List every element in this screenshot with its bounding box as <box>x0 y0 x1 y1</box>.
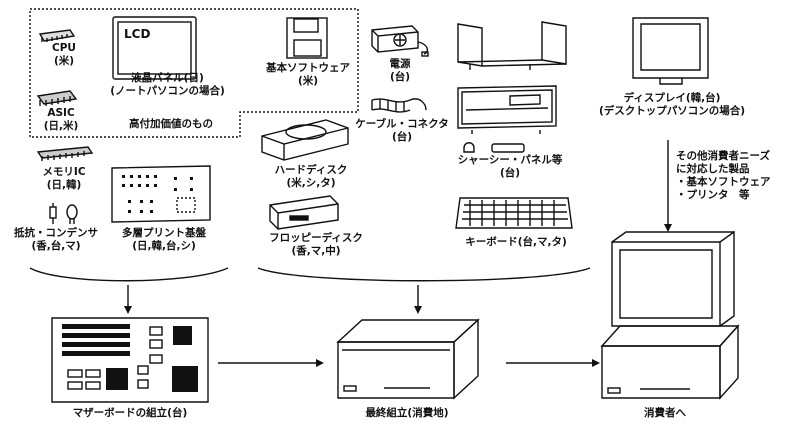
cpu-label: CPU(米) <box>44 42 84 68</box>
display-name: ディスプレイ(韓,台) <box>623 92 721 104</box>
high-value-label: 高付加価値のもの <box>129 118 213 130</box>
left-bracket <box>29 267 229 282</box>
fdd-label: フロッピーディスク(香,マ,中) <box>256 232 376 258</box>
hdd-name: ハードディスク <box>274 164 348 176</box>
asic-label: ASIC(日,米) <box>36 107 86 133</box>
lcd-screen-text: LCD <box>124 27 150 41</box>
resistor-capacitor-icon <box>49 203 78 224</box>
power-supply-icon <box>371 25 429 57</box>
fdd-origin: (香,マ,中) <box>291 245 341 257</box>
floppy-drive-icon <box>269 195 339 230</box>
chassis-origin: (台) <box>499 167 521 179</box>
basic-software-origin: (米) <box>297 75 319 87</box>
motherboard-assembly-label: マザーボードの組立(台) <box>72 407 188 419</box>
cable-origin: (台) <box>391 131 413 143</box>
memory-ic-icon <box>36 146 94 161</box>
desktop-computer-icon <box>600 230 740 400</box>
pcb-label: 多層プリント基盤(日,韓,台,シ) <box>104 227 224 253</box>
power-name: 電源 <box>389 58 411 70</box>
lcd-label: 液晶パネル(日)(ノートパソコンの場合) <box>100 72 235 98</box>
other-line2: に対応した製品 <box>676 163 750 175</box>
basic-software-label: 基本ソフトウェア(米) <box>258 62 358 88</box>
lcd-panel-name: 液晶パネル(日) <box>131 72 204 84</box>
lcd-panel-icon <box>112 16 197 80</box>
pc-case-icon <box>336 318 480 400</box>
other-line4: ・プリンタ 等 <box>676 189 750 201</box>
display-note: (デスクトップパソコンの場合) <box>598 105 746 117</box>
asic-name: ASIC <box>47 107 75 119</box>
memory-ic-label: メモリIC(日,韓) <box>36 166 92 192</box>
chassis-name: シャーシー・パネル等 <box>457 154 563 166</box>
fdd-name: フロッピーディスク <box>269 232 363 244</box>
memory-ic-name: メモリIC <box>42 166 86 178</box>
memory-ic-origin: (日,韓) <box>46 179 82 191</box>
chassis-box-icon <box>457 85 557 134</box>
display-label: ディスプレイ(韓,台)(デスクトップパソコンの場合) <box>584 92 760 118</box>
cpu-origin: (米) <box>53 55 75 67</box>
final-assembly-label: 最終組立(消費地) <box>365 407 449 419</box>
other-line3: ・基本ソフトウェア <box>676 176 771 188</box>
to-consumer-label: 消費者へ <box>644 407 686 419</box>
cable-connector-icon <box>371 98 427 113</box>
resistor-name: 抵抗・コンデンサ <box>14 227 98 239</box>
power-label: 電源(台) <box>370 58 430 84</box>
center-bracket <box>257 267 591 282</box>
asic-chip-icon <box>36 90 78 106</box>
basic-software-name: 基本ソフトウェア <box>266 62 350 74</box>
pcb-origin: (日,韓,台,シ) <box>132 240 196 252</box>
resistor-label: 抵抗・コンデンサ(香,台,マ) <box>6 227 106 253</box>
pcb-board-icon <box>111 165 211 223</box>
chassis-label: シャーシー・パネル等(台) <box>440 154 580 180</box>
hard-disk-icon <box>261 119 349 161</box>
lcd-note: (ノートパソコンの場合) <box>110 85 225 97</box>
other-needs-label: その他消費者ニーズ に対応した製品 ・基本ソフトウェア ・プリンタ 等 <box>676 150 788 202</box>
motherboard-icon <box>51 317 209 403</box>
floppy-disk-icon <box>286 17 328 59</box>
hdd-label: ハードディスク(米,シ,タ) <box>256 164 366 190</box>
pcb-name: 多層プリント基盤 <box>122 227 206 239</box>
other-line1: その他消費者ニーズ <box>676 150 770 162</box>
cpu-chip-icon <box>38 29 76 42</box>
cpu-name: CPU <box>52 42 76 54</box>
cable-name: ケーブル・コネクタ <box>355 118 449 130</box>
cable-label: ケーブル・コネクタ(台) <box>340 118 464 144</box>
asic-origin: (日,米) <box>43 120 79 132</box>
high-value-region <box>29 8 359 138</box>
chassis-frame-icon <box>457 21 567 70</box>
keyboard-icon <box>455 197 573 229</box>
keyboard-label: キーボード(台,マ,タ) <box>465 236 567 248</box>
resistor-origin: (香,台,マ) <box>31 240 81 252</box>
panel-parts-icon <box>463 142 525 153</box>
power-origin: (台) <box>389 71 411 83</box>
hdd-origin: (米,シ,タ) <box>286 177 336 189</box>
arrows <box>127 140 669 364</box>
monitor-icon <box>632 17 709 85</box>
